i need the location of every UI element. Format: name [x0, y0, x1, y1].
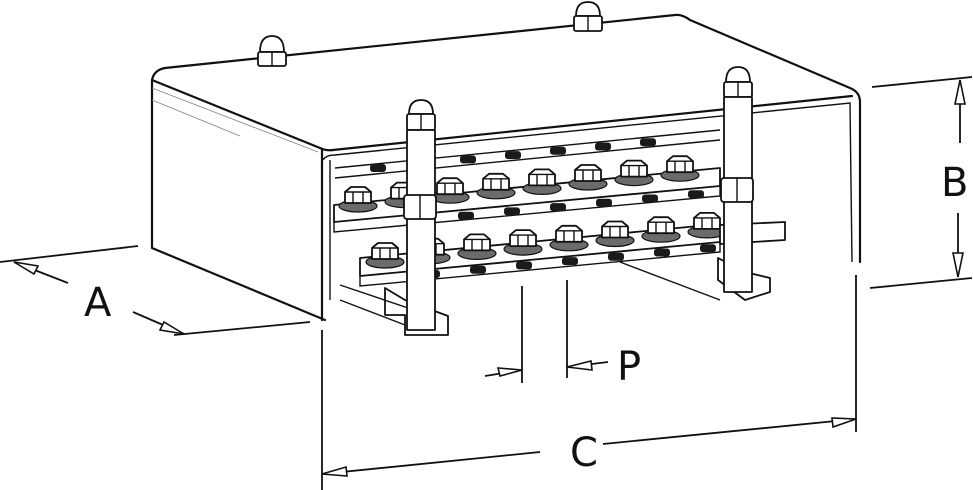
acorn-nut-4 — [406, 99, 436, 131]
acorn-nut-3 — [723, 66, 753, 98]
rear-nut — [595, 142, 611, 151]
upper-under-nut — [458, 211, 474, 220]
rear-busbar — [334, 129, 721, 179]
acorn-nut-2 — [573, 1, 603, 32]
hex-bolt-lower — [549, 224, 589, 252]
bottom-under-nut — [654, 248, 670, 257]
bottom-under-nut — [470, 265, 486, 274]
hex-bolt-upper — [476, 172, 516, 200]
standoff-left — [403, 129, 437, 331]
dimension-b: B — [869, 76, 973, 289]
hex-bolt-upper — [338, 186, 378, 213]
acorn-nut-1 — [257, 35, 287, 67]
rear-nut — [460, 155, 476, 164]
hex-bolt-lower — [457, 233, 497, 260]
dimension-a: A — [0, 245, 311, 336]
upper-under-nut — [688, 190, 704, 199]
rear-nut — [640, 138, 656, 147]
enclosure-cover — [150, 13, 862, 322]
dimension-c: C — [321, 275, 857, 490]
hex-bolt-upper — [614, 159, 654, 187]
upper-under-nut — [504, 207, 520, 216]
rear-nut — [550, 146, 566, 155]
dimension-label-p: P — [617, 344, 641, 390]
upper-under-nut — [642, 194, 658, 203]
hex-bolt-lower — [641, 216, 681, 243]
hex-bolt-upper — [430, 177, 470, 204]
hex-bolt-lower — [595, 220, 635, 248]
bottom-under-nut — [562, 257, 578, 266]
hex-bolt-upper — [568, 164, 608, 191]
dimension-label-b: B — [941, 160, 968, 206]
dimension-p: P — [484, 280, 641, 390]
hex-bolt-upper — [660, 155, 700, 182]
dimension-label-a: A — [84, 280, 112, 326]
hex-bolt-upper — [522, 168, 562, 195]
upper-under-nut — [596, 198, 612, 207]
hex-bolt-lower — [365, 242, 405, 269]
rear-nut — [370, 164, 386, 172]
dimension-label-c: C — [570, 430, 598, 476]
rear-nut — [505, 151, 521, 160]
upper-under-nut — [550, 203, 566, 212]
bottom-under-nut — [608, 252, 624, 261]
hex-bolt-lower — [503, 229, 543, 256]
standoff-right — [720, 96, 754, 293]
bottom-under-nut — [700, 244, 716, 253]
bottom-under-nut — [516, 261, 532, 270]
